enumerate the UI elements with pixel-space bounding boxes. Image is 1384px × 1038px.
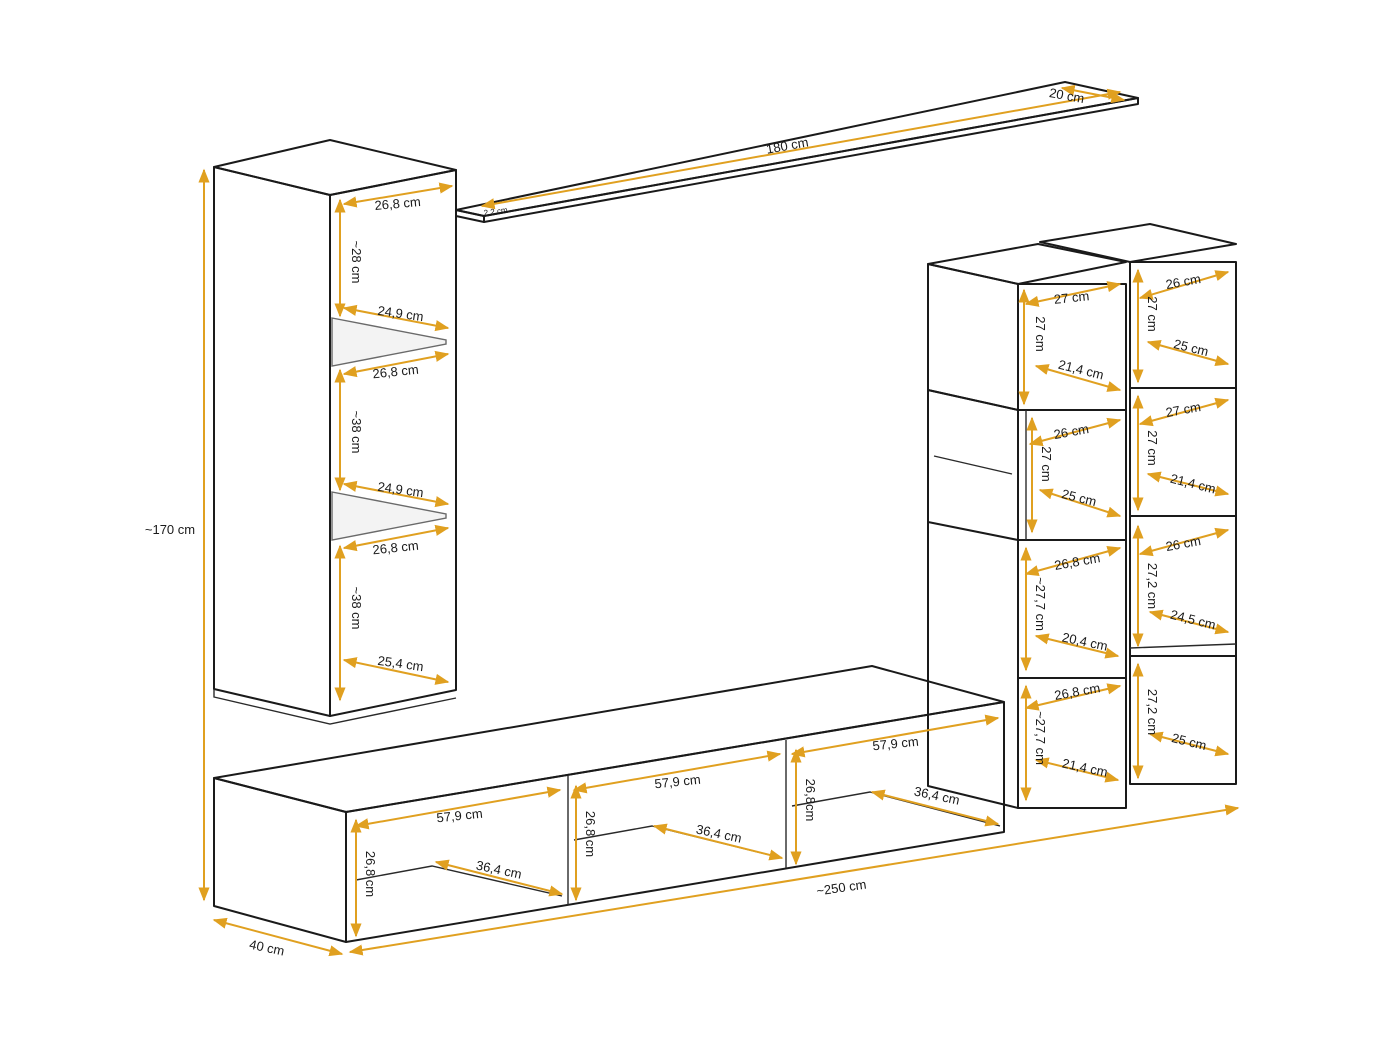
dim-tall-glass1	[342, 304, 450, 332]
dim-lb-d1	[434, 859, 564, 897]
label-c6-w: 26 cm	[1164, 533, 1201, 554]
cube-top-right	[1039, 223, 1237, 263]
dim-lb-w2	[572, 750, 782, 794]
label-shelf-depth: 20 cm	[1048, 85, 1085, 106]
label-c4-d: 21,4 cm	[1169, 471, 1218, 497]
dim-c5-w	[1024, 545, 1122, 577]
dim-c1-w	[1024, 281, 1122, 307]
label-c6-h: 27,2 cm	[1145, 563, 1160, 609]
open-side-shelf	[933, 455, 1013, 475]
dim-shelf-depth	[1060, 84, 1126, 104]
tall-glass-cabinet	[213, 139, 457, 725]
label-c3-d: 25 cm	[1060, 486, 1098, 509]
label-lb-h1: 26,8 cm	[363, 851, 378, 897]
dim-tall-w2	[342, 350, 450, 378]
dim-shelf-length	[480, 88, 1122, 210]
tall-cabinet-side	[213, 166, 331, 717]
label-c2-h: 27 cm	[1145, 296, 1160, 331]
dim-tall-bottom	[342, 657, 450, 685]
dim-c1-d	[1034, 364, 1122, 392]
glass-shelf-2	[331, 491, 447, 541]
dim-lb-w3	[790, 714, 1000, 758]
dim-c3-w	[1028, 417, 1122, 447]
label-c2-d: 25 cm	[1172, 336, 1210, 359]
dim-c7-d	[1034, 757, 1120, 783]
label-c8-h: 27,2 cm	[1145, 689, 1160, 735]
dim-c2-w	[1138, 270, 1230, 300]
dimension-lines	[198, 84, 1240, 957]
dim-tall-w3	[342, 524, 450, 552]
dim-c5-d	[1034, 633, 1120, 659]
label-tall-h1: ~28 cm	[349, 241, 364, 284]
cube-8	[1129, 655, 1237, 785]
cube-side-upper	[927, 263, 1019, 411]
label-c1-w: 27 cm	[1053, 288, 1090, 307]
tall-cabinet-base	[213, 689, 457, 725]
label-c4-h: 27 cm	[1145, 430, 1160, 465]
label-c5-d: 20,4 cm	[1061, 629, 1109, 653]
label-c5-w: 26,8 cm	[1053, 550, 1101, 573]
label-shelf-thickness: 2,2 cm	[483, 205, 508, 217]
label-lb-h3: 26,8cm	[803, 779, 818, 822]
label-c7-h: ~27,7 cm	[1033, 711, 1048, 765]
label-c5-h: ~27,7 cm	[1033, 577, 1048, 631]
dim-lb-d3	[870, 789, 1000, 827]
label-c4-w: 27 cm	[1164, 399, 1201, 420]
label-tall-w1: 26,8 cm	[374, 194, 421, 213]
label-lb-w2: 57,9 cm	[654, 772, 702, 792]
label-c7-d: 21,4 cm	[1061, 755, 1109, 779]
label-lb-w1: 57,9 cm	[436, 806, 484, 826]
label-depth: 40 cm	[248, 937, 286, 959]
label-tall-w3: 26,8 cm	[372, 538, 420, 558]
cube-6-shelf	[1129, 643, 1237, 649]
cube-tower	[927, 223, 1237, 809]
dim-tall-glass2	[342, 480, 450, 508]
tall-cabinet-top	[213, 139, 457, 196]
lowboard-shelf-1	[355, 865, 563, 897]
label-c7-w: 26,8 cm	[1053, 680, 1101, 703]
label-tall-glass2: 24,9 cm	[377, 479, 425, 500]
dim-c3-d	[1038, 488, 1122, 518]
label-tall-h2: ~38 cm	[349, 411, 364, 454]
lowboard-shelf-2	[573, 825, 783, 859]
dim-c6-d	[1148, 609, 1230, 635]
label-c8-d: 25 cm	[1170, 730, 1208, 753]
label-c3-h: 27 cm	[1039, 446, 1054, 481]
dim-c4-d	[1146, 471, 1230, 497]
dim-tall-w1	[342, 182, 454, 208]
dim-total-width	[348, 804, 1240, 956]
cube-top-left	[927, 243, 1127, 285]
dim-c6-w	[1138, 527, 1230, 557]
label-lb-w3: 57,9 cm	[872, 734, 920, 754]
dim-depth	[212, 917, 344, 957]
shelf-edge-front	[483, 97, 1139, 223]
label-c1-h: 27 cm	[1033, 316, 1048, 351]
dim-lb-d2	[652, 823, 784, 861]
tall-cabinet-front	[329, 169, 457, 717]
label-total-width: ~250 cm	[815, 877, 867, 899]
label-tall-glass1: 24,9 cm	[377, 303, 425, 324]
label-tall-bottom: 25,4 cm	[377, 653, 425, 674]
label-tall-h3: ~38 cm	[349, 587, 364, 630]
wall-shelf	[455, 81, 1139, 223]
lowboard	[213, 665, 1005, 943]
label-c3-w: 26 cm	[1052, 421, 1089, 442]
dimension-labels: 180 cm 20 cm 2,2 cm ~170 cm ~250 cm 40 c…	[145, 85, 1217, 959]
dim-c8-d	[1148, 731, 1230, 757]
label-shelf-length: 180 cm	[765, 134, 810, 156]
label-total-height: ~170 cm	[145, 522, 195, 537]
label-tall-w2: 26,8 cm	[372, 362, 420, 382]
dim-c7-w	[1024, 683, 1122, 711]
lowboard-side	[213, 777, 347, 943]
dim-lb-w1	[354, 786, 562, 830]
label-c2-w: 26 cm	[1164, 271, 1201, 292]
dim-c4-w	[1138, 397, 1230, 427]
dim-c2-d	[1146, 339, 1230, 367]
label-c6-d: 24,5 cm	[1169, 607, 1218, 633]
shelf-edge-left	[455, 209, 485, 223]
label-lb-h2: 26,8 cm	[583, 811, 598, 857]
